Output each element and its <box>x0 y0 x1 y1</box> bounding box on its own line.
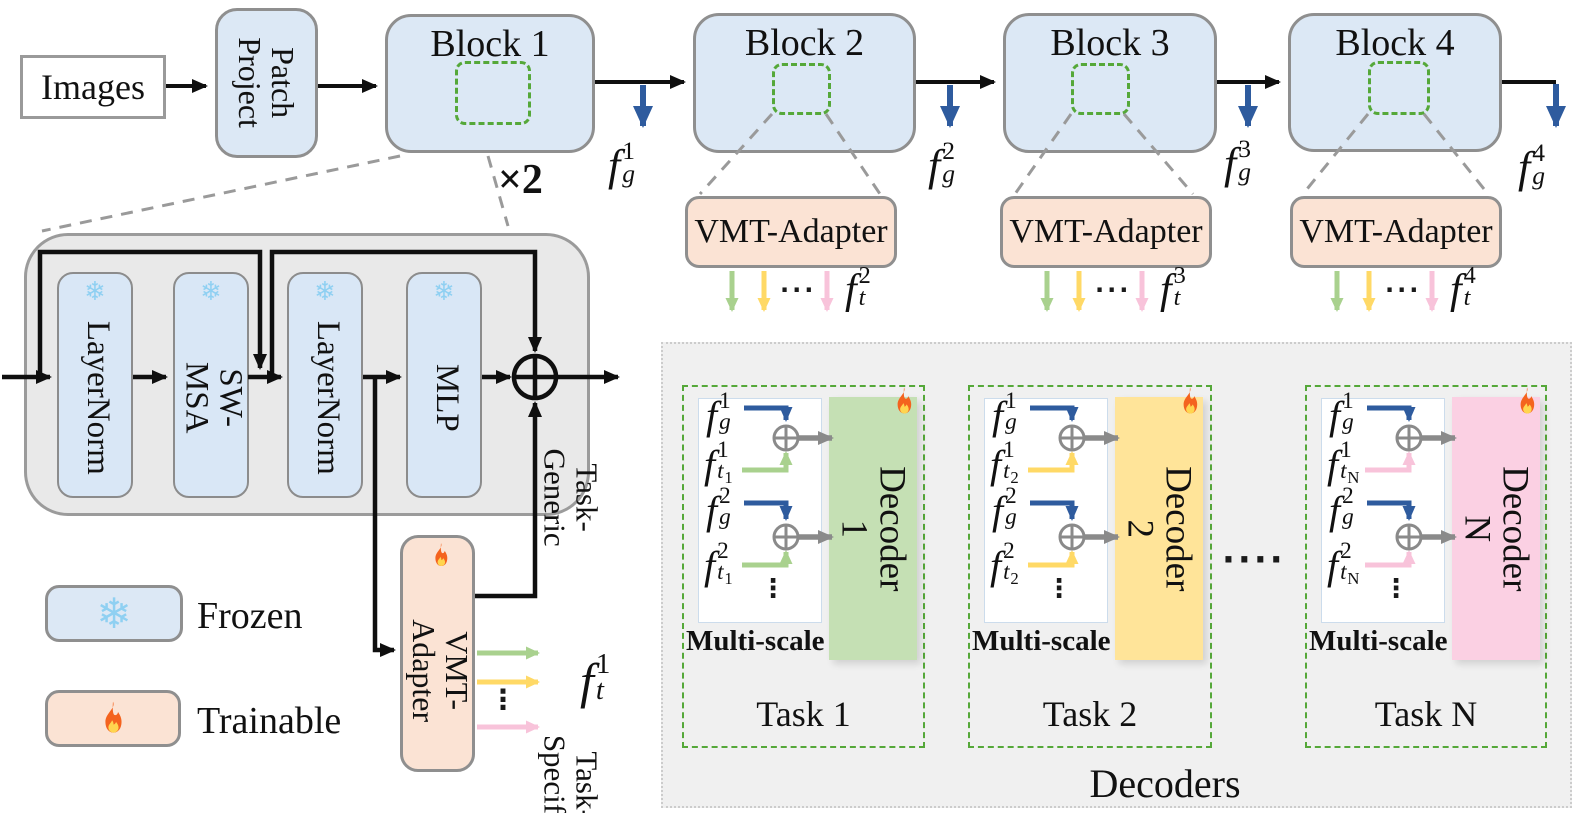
legend-frozen-label: Frozen <box>197 595 303 637</box>
block-2-title: Block 2 <box>744 22 865 64</box>
task-1-decoder-box: Decoder 1 <box>829 397 917 660</box>
mlp-label: MLP <box>428 364 465 432</box>
taskn-vdots: ⋮ <box>1383 574 1409 604</box>
task-1-panel <box>682 385 925 748</box>
task2-multiscale-label: Multi-scale <box>972 625 1111 657</box>
sw-msa-box: ❄ SW-MSA <box>173 272 249 498</box>
patch-project-label: Patch Project <box>232 37 302 129</box>
task-2-decoder-box: Decoder 2 <box>1115 397 1203 660</box>
layernorm2-label: LayerNorm <box>309 321 346 475</box>
task-generic-label: Task-Generic <box>538 448 605 548</box>
task-2-decoder-label: Decoder 2 <box>1120 465 1199 592</box>
task-n-label: Task N <box>1374 694 1478 734</box>
task2-vdots: ⋮ <box>1046 574 1072 604</box>
legend-frozen-box: ❄ <box>45 585 183 642</box>
block-4: Block 4 <box>1288 13 1502 152</box>
between-tasks-dots: ···· <box>1222 540 1286 580</box>
task-1-decoder-label: Decoder 1 <box>834 465 913 592</box>
flame-icon <box>1183 387 1198 414</box>
decoders-title: Decoders <box>1089 761 1241 806</box>
vmt-adapter-label: VMT-Adapter <box>1299 213 1493 250</box>
legend-trainable-label: Trainable <box>197 700 342 742</box>
block-3-adapter-slot <box>1071 63 1130 115</box>
images-label: Images <box>41 67 145 107</box>
block-3: Block 3 <box>1003 13 1217 153</box>
block-1-adapter-slot <box>455 61 531 125</box>
block-1: Block 1 <box>385 14 595 153</box>
block-2-adapter-slot <box>772 63 831 115</box>
adapter4-dots: ··· <box>1385 276 1422 304</box>
adapter-output-vdots: ⋮ <box>489 683 517 716</box>
block-2: Block 2 <box>693 13 916 153</box>
task1-vdots: ⋮ <box>760 574 786 604</box>
block-4-title: Block 4 <box>1335 22 1455 64</box>
vmt-adapter-block4: VMT-Adapter <box>1290 196 1502 268</box>
taskn-multiscale-label: Multi-scale <box>1309 625 1448 657</box>
task1-multiscale-label: Multi-scale <box>686 625 825 657</box>
vmt-adapter-label: VMT-Adapter <box>406 618 476 723</box>
snowflake-icon: ❄ <box>96 588 132 638</box>
task-n-decoder-box: Decoder N <box>1452 397 1540 660</box>
images-box: Images <box>20 55 166 119</box>
task-generic-label-wrap: Task-Generic <box>538 393 605 603</box>
block-4-adapter-slot <box>1368 61 1430 115</box>
flame-icon <box>105 701 122 733</box>
mlp-box: ❄ MLP <box>406 272 482 498</box>
task-specific-label: Task-Specific <box>538 734 605 813</box>
block-1-title: Block 1 <box>430 23 550 65</box>
adapter2-dots: ··· <box>780 276 817 304</box>
patch-project-box: Patch Project <box>215 8 318 158</box>
flame-icon <box>435 543 448 567</box>
layernorm1-label: LayerNorm <box>79 321 116 475</box>
sw-msa-label: SW-MSA <box>179 362 249 434</box>
times-2-label: ×2 <box>498 157 543 203</box>
task-n-panel <box>1305 385 1547 748</box>
legend-trainable-box <box>45 690 181 747</box>
adapter3-dots: ··· <box>1095 276 1132 304</box>
block-3-title: Block 3 <box>1050 22 1170 64</box>
flame-icon <box>1520 387 1535 414</box>
vmt-adapter-block3: VMT-Adapter <box>1000 196 1212 268</box>
layernorm2-box: ❄ LayerNorm <box>287 272 363 498</box>
vmt-adapter-label: VMT-Adapter <box>694 213 888 250</box>
task-2-label: Task 2 <box>1042 694 1138 734</box>
task-2-panel <box>968 385 1212 748</box>
vmt-adapter-label: VMT-Adapter <box>1009 213 1203 250</box>
vmt-adapter-block2: VMT-Adapter <box>685 196 897 268</box>
vmt-adapter-trainable: VMT-Adapter <box>400 535 475 772</box>
flame-icon <box>897 387 912 414</box>
task-1-label: Task 1 <box>756 694 851 734</box>
task-n-decoder-label: Decoder N <box>1457 465 1536 592</box>
layernorm1-box: ❄ LayerNorm <box>57 272 133 498</box>
